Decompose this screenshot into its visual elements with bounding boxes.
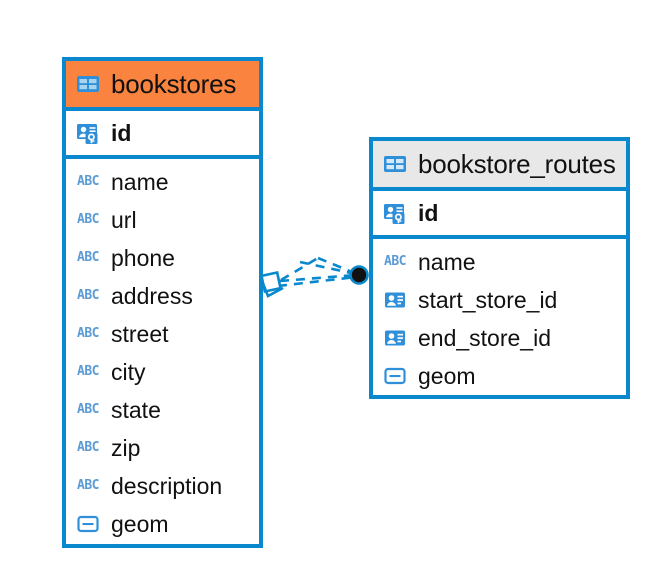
field-label: name: [418, 248, 476, 275]
field-row-name[interactable]: ABC name: [66, 163, 259, 201]
entity-title: bookstore_routes: [418, 148, 616, 179]
field-row-geom[interactable]: geom: [66, 505, 259, 543]
primary-key-icon: [75, 120, 101, 146]
field-row-end-store-id[interactable]: end_store_id: [373, 319, 626, 357]
field-row-geom[interactable]: geom: [373, 357, 626, 395]
abc-text-icon: ABC: [77, 478, 99, 493]
field-list-bookstore-routes: ABC name start_store_id: [373, 239, 626, 395]
field-row-city[interactable]: ABC city: [66, 353, 259, 391]
field-list-bookstores: ABC name ABC url ABC phone ABC address A…: [66, 159, 259, 543]
primary-key-row-bookstore-routes[interactable]: id: [373, 191, 626, 239]
field-row-street[interactable]: ABC street: [66, 315, 259, 353]
field-row-url[interactable]: ABC url: [66, 201, 259, 239]
field-label: street: [111, 320, 169, 347]
relationship-line-upper: [279, 273, 357, 283]
field-label: name: [111, 168, 169, 195]
field-row-description[interactable]: ABC description: [66, 467, 259, 505]
abc-text-icon: ABC: [77, 440, 99, 455]
field-label: state: [111, 396, 161, 423]
abc-text-icon: ABC: [77, 212, 99, 227]
entity-header-bookstore-routes[interactable]: bookstore_routes: [373, 141, 626, 191]
field-row-address[interactable]: ABC address: [66, 277, 259, 315]
abc-text-icon: ABC: [77, 364, 99, 379]
table-icon: [75, 71, 101, 97]
table-icon: [382, 151, 408, 177]
field-row-name[interactable]: ABC name: [373, 243, 626, 281]
field-label: id: [418, 199, 439, 226]
foreign-key-icon: [382, 287, 408, 313]
field-label: geom: [111, 510, 169, 537]
field-label: end_store_id: [418, 324, 551, 351]
field-label: url: [111, 206, 137, 233]
geometry-icon: [382, 363, 408, 389]
entity-header-bookstores[interactable]: bookstores: [66, 61, 259, 111]
abc-text-icon: ABC: [77, 288, 99, 303]
foreign-key-icon: [382, 325, 408, 351]
abc-text-icon: ABC: [77, 402, 99, 417]
geometry-icon: [75, 511, 101, 537]
field-label: zip: [111, 434, 141, 461]
field-row-start-store-id[interactable]: start_store_id: [373, 281, 626, 319]
field-label: city: [111, 358, 146, 385]
relationship-line-apex: [280, 256, 319, 282]
field-row-phone[interactable]: ABC phone: [66, 239, 259, 277]
entity-bookstore-routes[interactable]: bookstore_routes id ABC: [369, 137, 630, 399]
relationship-line-branch: [299, 260, 357, 276]
field-label: geom: [418, 362, 476, 389]
field-label: address: [111, 282, 193, 309]
primary-key-row-bookstores[interactable]: id: [66, 111, 259, 159]
entity-bookstores[interactable]: bookstores id ABC: [62, 57, 263, 548]
filled-circle-marker: [349, 265, 369, 285]
primary-key-icon: [382, 200, 408, 226]
field-label: description: [111, 472, 223, 499]
abc-text-icon: ABC: [77, 326, 99, 341]
field-label: start_store_id: [418, 286, 558, 313]
abc-text-icon: ABC: [384, 254, 406, 269]
relationship-line-apex-right: [317, 256, 358, 276]
field-label: phone: [111, 244, 175, 271]
field-row-state[interactable]: ABC state: [66, 391, 259, 429]
relationship-line-middle: [277, 275, 357, 288]
crows-foot-marker: [259, 270, 284, 298]
abc-text-icon: ABC: [77, 250, 99, 265]
field-row-zip[interactable]: ABC zip: [66, 429, 259, 467]
abc-text-icon: ABC: [77, 174, 99, 189]
field-label: id: [111, 119, 132, 146]
entity-title: bookstores: [111, 68, 237, 99]
